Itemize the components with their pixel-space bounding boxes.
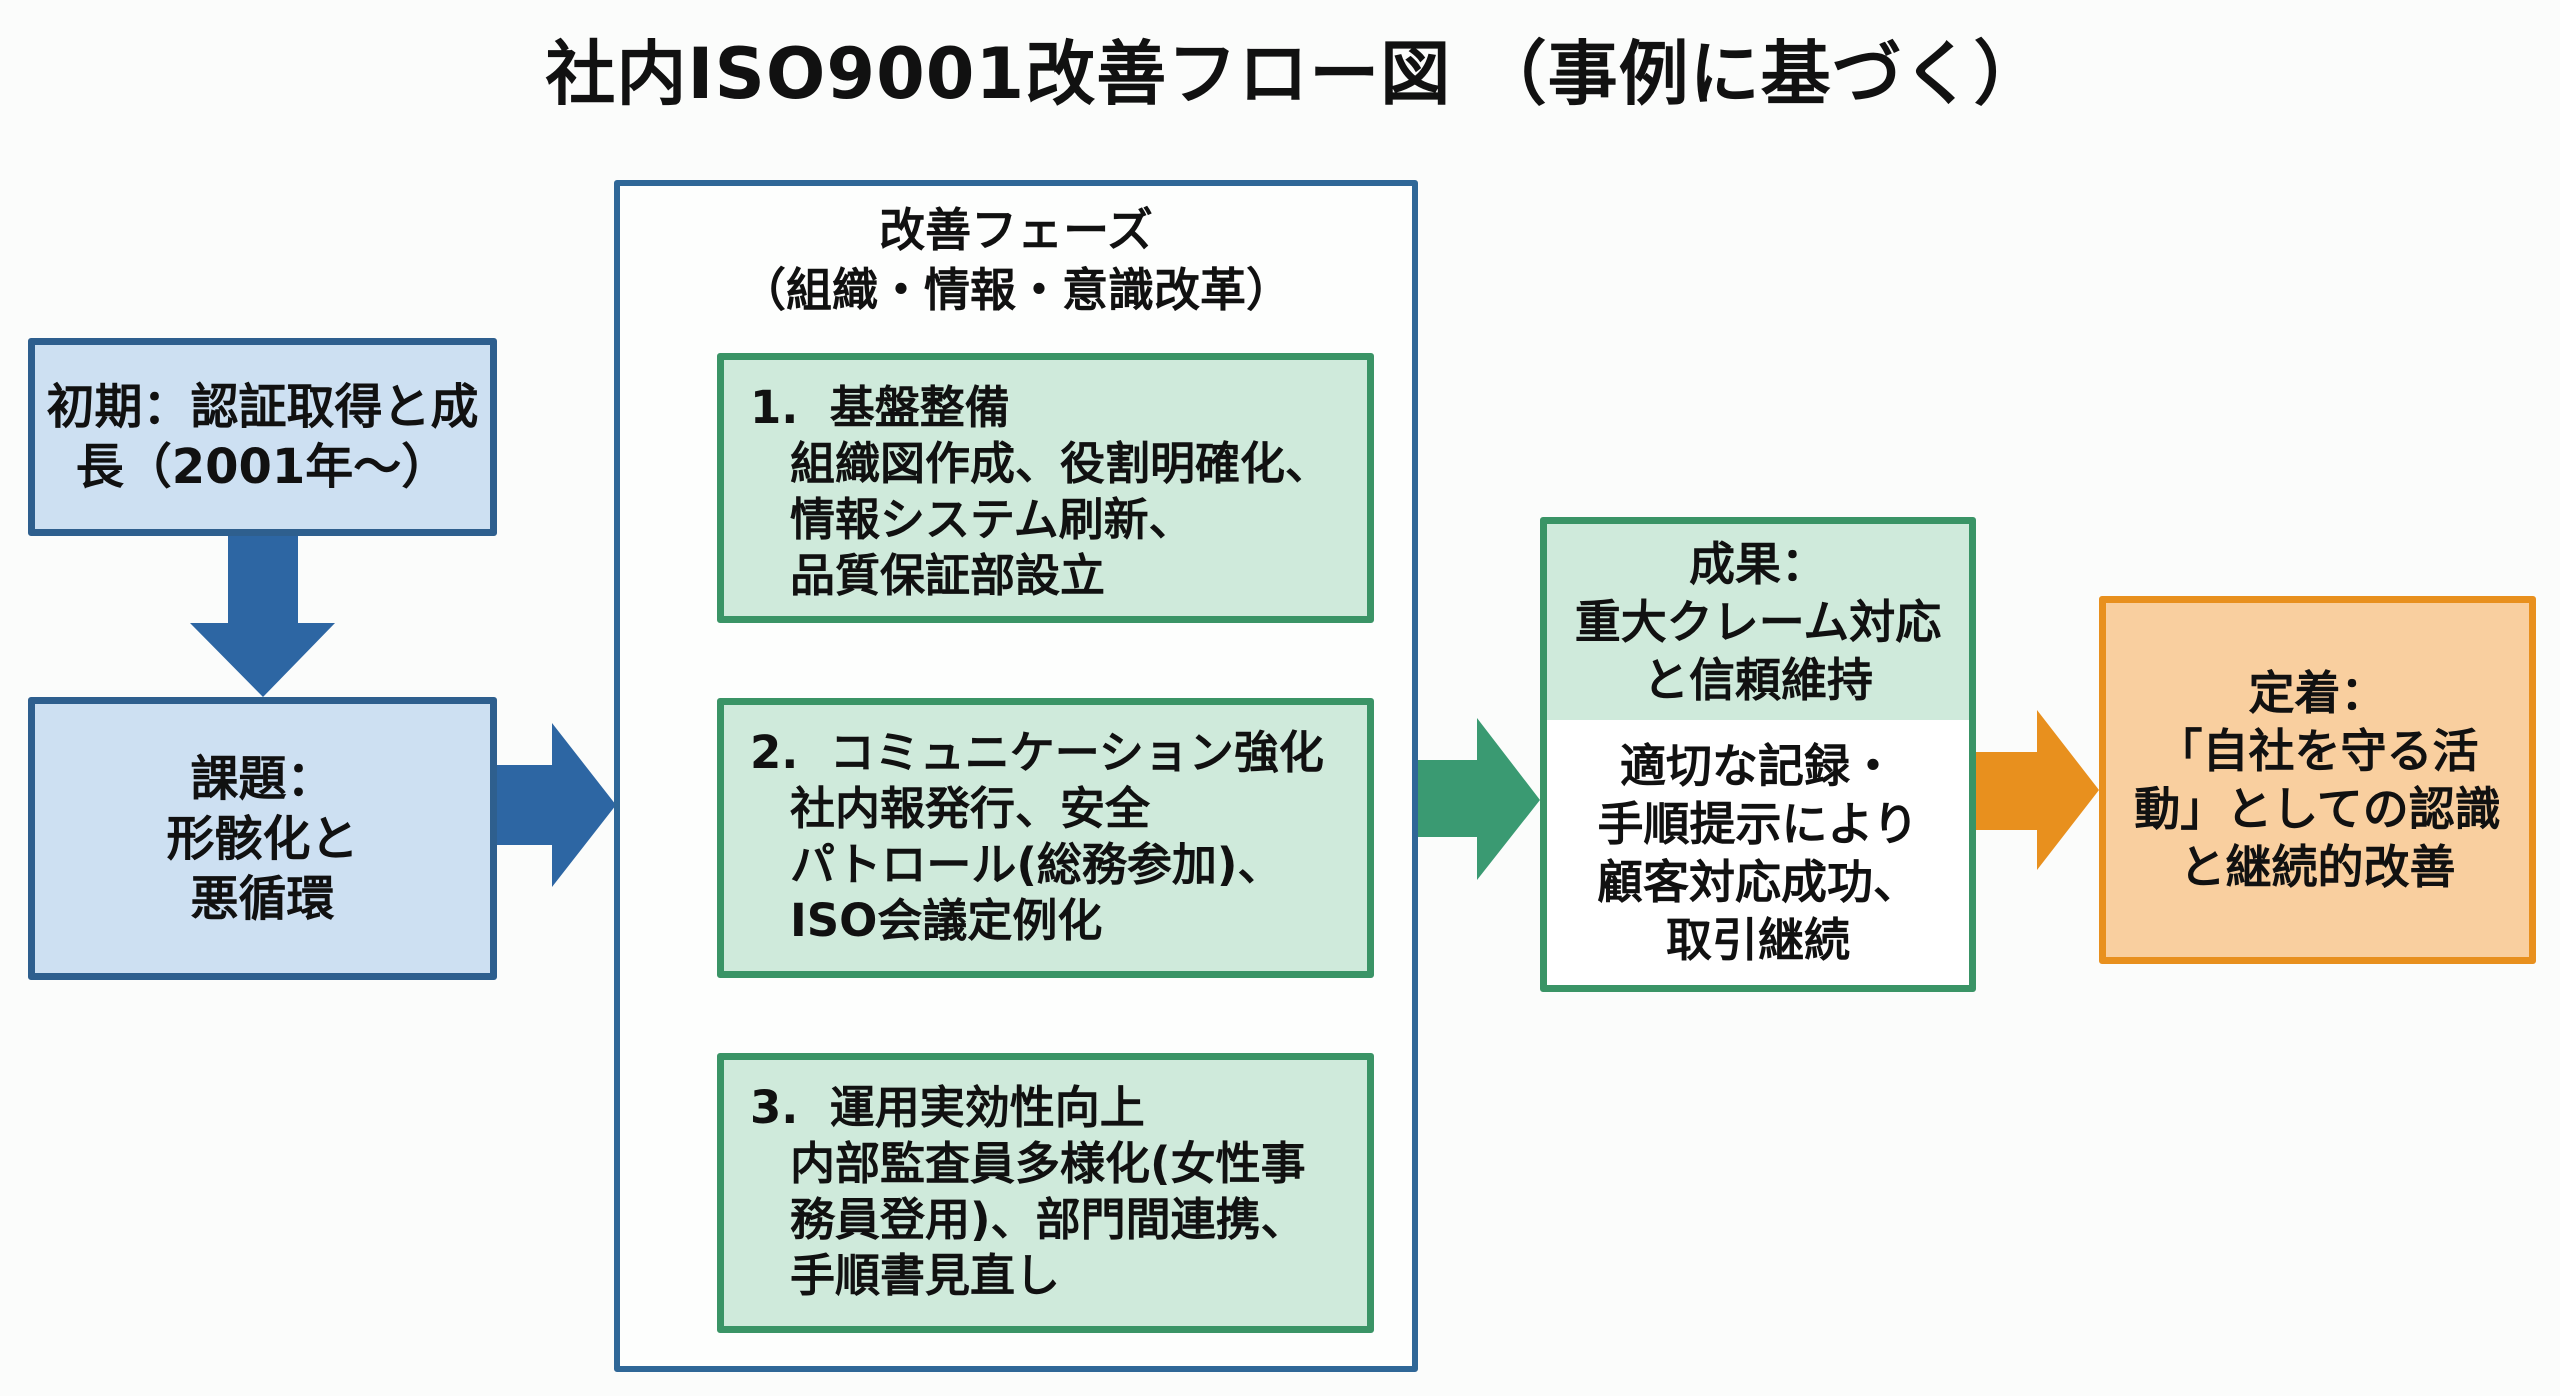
phase-subtitle: （組織・情報・意識改革）: [740, 263, 1292, 317]
diagram-title: 社内ISO9001改善フロー図 （事例に基づく）: [545, 33, 2045, 115]
step-line: 品質保証部設立: [790, 549, 1106, 602]
step-heading: 3. 運用実効性向上: [750, 1081, 1145, 1134]
issue-line: 形骸化と: [166, 810, 359, 867]
final-line: と継続的改善: [2179, 840, 2456, 894]
right-arrow-green-icon: [1418, 718, 1540, 880]
final-line: 定着：: [2248, 666, 2387, 720]
right-arrow-orange-icon: [1976, 710, 2099, 870]
initial-stage-box: 初期：認証取得と成 長（2001年～）: [28, 338, 497, 536]
right-arrow-blue-icon: [495, 723, 616, 887]
step-line: 情報システム刷新、: [790, 493, 1194, 546]
step-line: ISO会議定例化: [790, 894, 1103, 947]
step-box-3: 3. 運用実効性向上 内部監査員多様化(女性事 務員登用)、部門間連携、 手順書…: [717, 1053, 1374, 1333]
step-line: パトロール(総務参加)、: [790, 838, 1283, 891]
initial-line: 初期：認証取得と成: [46, 379, 479, 435]
step-line: 内部監査員多様化(女性事: [790, 1137, 1306, 1190]
step-line: 組織図作成、役割明確化、: [790, 437, 1331, 490]
outcome-body-line: 手順提示により: [1597, 796, 1919, 851]
step-line: 社内報発行、安全: [790, 782, 1151, 835]
outcome-body: 適切な記録・ 手順提示により 顧客対応成功、 取引継続: [1547, 720, 1969, 985]
outcome-body-line: 取引継続: [1666, 912, 1850, 967]
issue-line: 悪循環: [190, 870, 335, 927]
step-heading: 1. 基盤整備: [750, 381, 1010, 434]
phase-title: 改善フェーズ: [879, 203, 1153, 257]
phase-header: 改善フェーズ （組織・情報・意識改革）: [614, 200, 1418, 320]
initial-line: 長（2001年～）: [75, 439, 450, 495]
step-line: 手順書見直し: [790, 1249, 1061, 1302]
final-line: 動」としての認識: [2134, 782, 2501, 836]
outcome-body-line: 顧客対応成功、: [1597, 854, 1919, 909]
step-box-2: 2. コミュニケーション強化 社内報発行、安全 パトロール(総務参加)、 ISO…: [717, 698, 1374, 978]
outcome-body-line: 適切な記録・: [1620, 738, 1896, 793]
final-line: 「自社を守る活: [2156, 724, 2479, 778]
establishment-box: 定着： 「自社を守る活 動」としての認識 と継続的改善: [2099, 596, 2536, 964]
outcome-header-line: 成果：: [1689, 537, 1827, 591]
outcome-header: 成果： 重大クレーム対応 と信頼維持: [1547, 524, 1969, 720]
step-line: 務員登用)、部門間連携、: [790, 1193, 1306, 1246]
outcome-box: 成果： 重大クレーム対応 と信頼維持 適切な記録・ 手順提示により 顧客対応成功…: [1540, 517, 1976, 992]
step-heading: 2. コミュニケーション強化: [750, 726, 1324, 779]
issue-line: 課題：: [190, 750, 335, 807]
issue-box: 課題： 形骸化と 悪循環: [28, 697, 497, 980]
down-arrow-icon: [190, 535, 335, 697]
outcome-header-line: と信頼維持: [1643, 653, 1873, 707]
outcome-header-line: 重大クレーム対応: [1574, 595, 1942, 649]
step-box-1: 1. 基盤整備 組織図作成、役割明確化、 情報システム刷新、 品質保証部設立: [717, 353, 1374, 623]
